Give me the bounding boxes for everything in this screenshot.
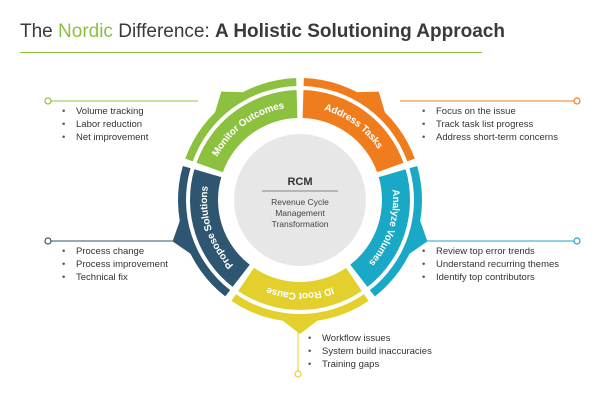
bullet-item: Track task list progress <box>422 118 558 131</box>
bullet-item: Identify top contributors <box>422 271 559 284</box>
segment-analyze-volumes <box>350 169 410 287</box>
connector-dot-root <box>294 370 302 378</box>
center-hub: RCM Revenue Cycle Management Transformat… <box>234 134 366 266</box>
center-line-3: Transformation <box>272 219 329 229</box>
segment-propose-solutions <box>190 169 250 287</box>
segment-id-root-cause <box>238 267 362 311</box>
segment-address-tasks <box>302 90 404 173</box>
bullet-item: Volume tracking <box>62 105 148 118</box>
bullets-monitor: Volume tracking Labor reduction Net impr… <box>62 105 148 144</box>
bullet-item: Training gaps <box>308 358 432 371</box>
bullet-item: Labor reduction <box>62 118 148 131</box>
outer-band-analyze-volumes <box>369 165 423 297</box>
pointer-address-tasks <box>354 91 386 115</box>
title-bold: A Holistic Solutioning Approach <box>215 21 505 42</box>
outer-band-id-root-cause <box>231 294 369 322</box>
pointer-monitor-outcomes <box>214 91 246 115</box>
bullets-address: Focus on the issue Track task list progr… <box>422 105 558 144</box>
connector-dot-address <box>573 97 581 105</box>
pointer-id-root-cause <box>281 319 319 334</box>
page-title: The Nordic Difference: A Holistic Soluti… <box>20 21 505 43</box>
bullets-root: Workflow issues System build inaccuracie… <box>308 332 432 371</box>
outer-band-propose-solutions <box>177 165 231 297</box>
bullet-item: Focus on the issue <box>422 105 558 118</box>
connector-dot-propose <box>44 237 52 245</box>
pointer-propose-solutions <box>172 218 193 255</box>
title-underline <box>20 52 482 53</box>
bullets-analyze: Review top error trends Understand recur… <box>422 245 559 284</box>
title-part2: Difference: <box>112 21 216 42</box>
connector-dot-analyze <box>573 237 581 245</box>
connectors <box>44 97 581 378</box>
bullet-item: Review top error trends <box>422 245 559 258</box>
title-highlight: Nordic <box>58 21 113 42</box>
bullets-propose: Process change Process improvement Techn… <box>62 245 168 284</box>
connector-dot-monitor <box>44 97 52 105</box>
segment-monitor-outcomes <box>196 90 298 173</box>
bullet-item: Process change <box>62 245 168 258</box>
bullet-item: Understand recurring themes <box>422 258 559 271</box>
bullet-item: Address short-term concerns <box>422 131 558 144</box>
bullet-item: Technical fix <box>62 271 168 284</box>
bullet-item: System build inaccuracies <box>308 345 432 358</box>
title-part1: The <box>20 21 59 42</box>
center-line-2: Management <box>275 208 325 218</box>
center-heading: RCM <box>287 176 312 188</box>
center-line-1: Revenue Cycle <box>271 197 329 207</box>
segment-label-id-root-cause: ID Root Cause <box>264 285 335 302</box>
bullet-item: Net improvement <box>62 131 148 144</box>
bullet-item: Process improvement <box>62 258 168 271</box>
center-circle <box>234 134 366 266</box>
pointer-analyze-volumes <box>407 218 428 255</box>
bullet-item: Workflow issues <box>308 332 432 345</box>
